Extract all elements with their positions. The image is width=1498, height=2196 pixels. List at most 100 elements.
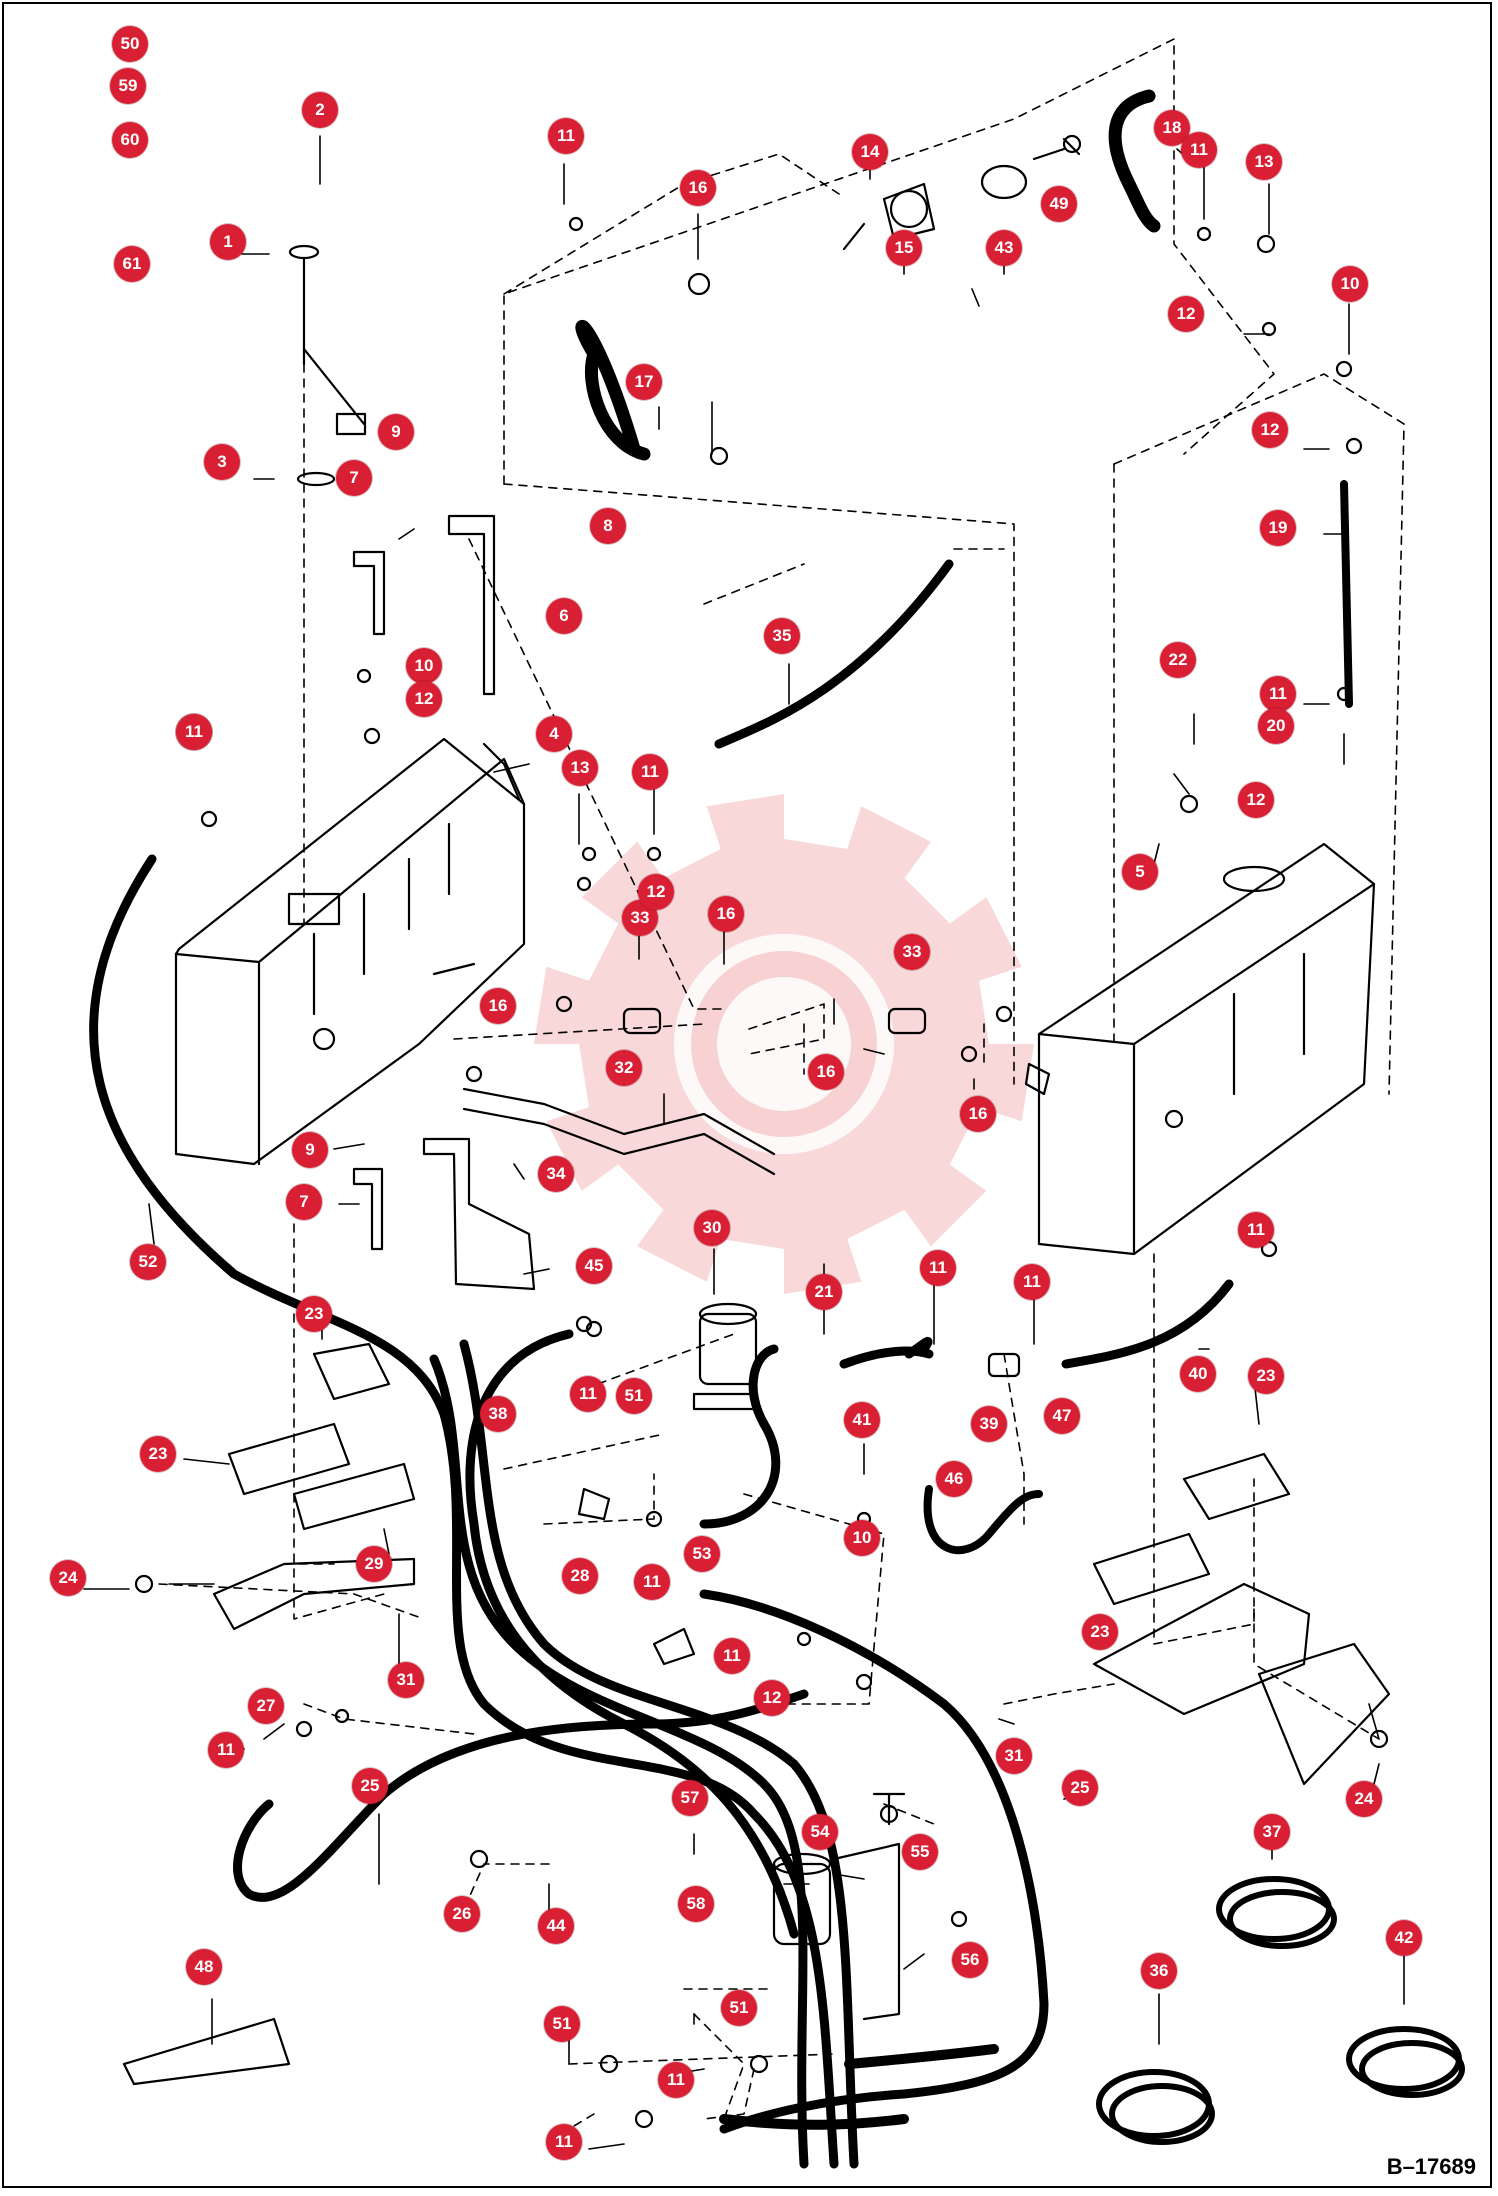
callout-55[interactable]: 55	[902, 1834, 938, 1870]
callout-51[interactable]: 51	[616, 1378, 652, 1414]
callout-11[interactable]: 11	[208, 1732, 244, 1768]
callout-21[interactable]: 21	[806, 1274, 842, 1310]
callout-11[interactable]: 11	[920, 1250, 956, 1286]
callout-14[interactable]: 14	[852, 134, 888, 170]
mounting-pads	[227, 1342, 1291, 1606]
callout-49[interactable]: 49	[1041, 186, 1077, 222]
callout-11[interactable]: 11	[570, 1376, 606, 1412]
callout-11[interactable]: 11	[634, 1564, 670, 1600]
callout-13[interactable]: 13	[562, 750, 598, 786]
callout-27[interactable]: 27	[248, 1688, 284, 1724]
callout-6[interactable]: 6	[546, 598, 582, 634]
callout-60[interactable]: 60	[112, 122, 148, 158]
callout-61[interactable]: 61	[114, 246, 150, 282]
callout-17[interactable]: 17	[626, 364, 662, 400]
callout-10[interactable]: 10	[844, 1520, 880, 1556]
callout-16[interactable]: 16	[808, 1054, 844, 1090]
callout-51[interactable]: 51	[721, 1990, 757, 2026]
callout-25[interactable]: 25	[1062, 1770, 1098, 1806]
callout-40[interactable]: 40	[1180, 1356, 1216, 1392]
callout-11[interactable]: 11	[714, 1638, 750, 1674]
callout-19[interactable]: 19	[1260, 510, 1296, 546]
callout-11[interactable]: 11	[548, 118, 584, 154]
callout-4[interactable]: 4	[536, 716, 572, 752]
left-fuel-tank	[174, 737, 526, 1166]
callout-16[interactable]: 16	[480, 988, 516, 1024]
callout-48[interactable]: 48	[186, 1949, 222, 1985]
callout-34[interactable]: 34	[538, 1156, 574, 1192]
callout-7[interactable]: 7	[286, 1184, 322, 1220]
callout-22[interactable]: 22	[1160, 642, 1196, 678]
callout-43[interactable]: 43	[986, 230, 1022, 266]
callout-26[interactable]: 26	[444, 1896, 480, 1932]
callout-29[interactable]: 29	[356, 1546, 392, 1582]
callout-58[interactable]: 58	[678, 1886, 714, 1922]
callout-33[interactable]: 33	[894, 934, 930, 970]
callout-12[interactable]: 12	[1168, 296, 1204, 332]
callout-11[interactable]: 11	[546, 2124, 582, 2160]
callout-10[interactable]: 10	[1332, 266, 1368, 302]
callout-16[interactable]: 16	[680, 170, 716, 206]
callout-56[interactable]: 56	[952, 1942, 988, 1978]
callout-45[interactable]: 45	[576, 1248, 612, 1284]
callout-11[interactable]: 11	[1181, 132, 1217, 168]
callout-24[interactable]: 24	[1346, 1781, 1382, 1817]
callout-12[interactable]: 12	[638, 874, 674, 910]
callout-32[interactable]: 32	[606, 1050, 642, 1086]
callout-15[interactable]: 15	[886, 230, 922, 266]
drawing-code: B–17689	[1386, 2154, 1476, 2179]
callout-37[interactable]: 37	[1254, 1814, 1290, 1850]
callout-3[interactable]: 3	[204, 444, 240, 480]
callout-31[interactable]: 31	[996, 1738, 1032, 1774]
callout-54[interactable]: 54	[802, 1814, 838, 1850]
callout-16[interactable]: 16	[960, 1096, 996, 1132]
callout-25[interactable]: 25	[352, 1768, 388, 1804]
callout-8[interactable]: 8	[590, 508, 626, 544]
hose-coils	[1096, 1876, 1465, 2145]
callout-11[interactable]: 11	[176, 714, 212, 750]
callout-30[interactable]: 30	[694, 1210, 730, 1246]
right-fuel-tank	[1024, 842, 1376, 1256]
callout-12[interactable]: 12	[1238, 782, 1274, 818]
callout-28[interactable]: 28	[562, 1558, 598, 1594]
callout-35[interactable]: 35	[764, 618, 800, 654]
callout-2[interactable]: 2	[302, 92, 338, 128]
callout-36[interactable]: 36	[1141, 1953, 1177, 1989]
callout-9[interactable]: 9	[378, 414, 414, 450]
callout-50[interactable]: 50	[112, 26, 148, 62]
callout-12[interactable]: 12	[406, 681, 442, 717]
callout-59[interactable]: 59	[110, 68, 146, 104]
callout-51[interactable]: 51	[544, 2006, 580, 2042]
callout-10[interactable]: 10	[406, 648, 442, 684]
callout-11[interactable]: 11	[1014, 1264, 1050, 1300]
callout-16[interactable]: 16	[708, 896, 744, 932]
callout-42[interactable]: 42	[1386, 1920, 1422, 1956]
callout-52[interactable]: 52	[130, 1244, 166, 1280]
callout-53[interactable]: 53	[684, 1536, 720, 1572]
callout-47[interactable]: 47	[1044, 1398, 1080, 1434]
callout-46[interactable]: 46	[936, 1461, 972, 1497]
callout-20[interactable]: 20	[1258, 708, 1294, 744]
callout-11[interactable]: 11	[658, 2062, 694, 2098]
callout-7[interactable]: 7	[336, 460, 372, 496]
callout-23[interactable]: 23	[296, 1296, 332, 1332]
callout-57[interactable]: 57	[672, 1780, 708, 1816]
callout-39[interactable]: 39	[971, 1406, 1007, 1442]
callout-23[interactable]: 23	[1248, 1358, 1284, 1394]
callout-11[interactable]: 11	[1238, 1212, 1274, 1248]
callout-13[interactable]: 13	[1246, 144, 1282, 180]
callout-38[interactable]: 38	[480, 1396, 516, 1432]
callout-44[interactable]: 44	[538, 1908, 574, 1944]
callout-23[interactable]: 23	[1082, 1614, 1118, 1650]
callout-41[interactable]: 41	[844, 1402, 880, 1438]
callout-5[interactable]: 5	[1122, 854, 1158, 890]
callout-23[interactable]: 23	[140, 1436, 176, 1472]
callout-11[interactable]: 11	[632, 754, 668, 790]
callout-24[interactable]: 24	[50, 1560, 86, 1596]
callout-9[interactable]: 9	[292, 1132, 328, 1168]
callout-1[interactable]: 1	[210, 224, 246, 260]
callout-11[interactable]: 11	[1260, 676, 1296, 712]
callout-12[interactable]: 12	[754, 1680, 790, 1716]
callout-31[interactable]: 31	[388, 1662, 424, 1698]
callout-12[interactable]: 12	[1252, 412, 1288, 448]
